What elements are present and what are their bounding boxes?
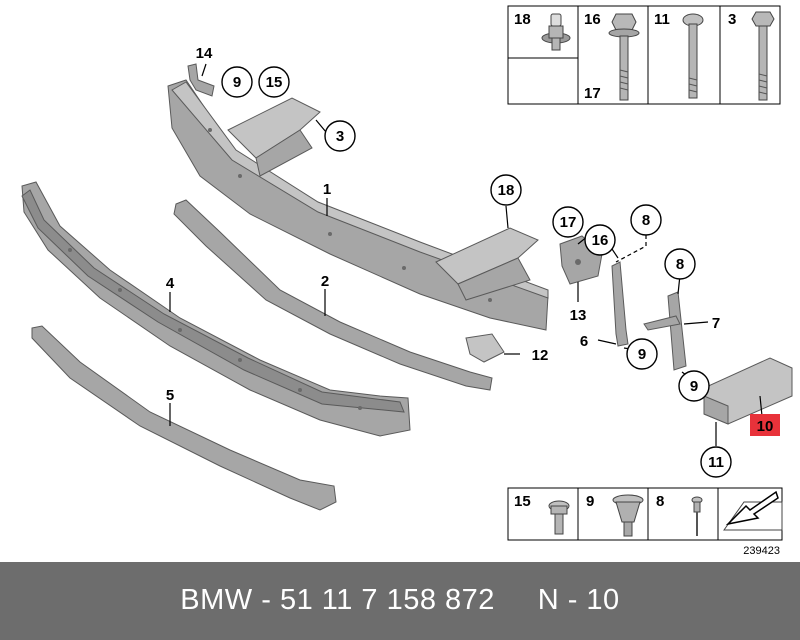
circled-callout-9-middle: 9 (626, 338, 658, 370)
fastener-label-9: 9 (586, 493, 594, 510)
hex-bolt-icon (751, 11, 775, 101)
fastener-box-top: 18 16 17 11 (507, 5, 781, 105)
callout-2: 2 (321, 273, 329, 290)
fastener-box-bottom: 15 9 8 (507, 487, 783, 541)
circled-callout-11: 11 (700, 446, 732, 478)
callout-3: 3 (336, 128, 344, 145)
callout-4: 4 (166, 275, 175, 292)
bracket-part-7 (643, 291, 687, 371)
bumper-carrier-part (167, 79, 549, 331)
fastener-label-16: 16 (584, 11, 601, 28)
sheet-metal-arrow-icon (723, 490, 783, 531)
circled-callout-3: 3 (324, 120, 356, 152)
callout-9-right: 9 (690, 378, 698, 395)
callout-1: 1 (323, 181, 331, 198)
callout-8-right: 8 (676, 256, 684, 273)
hex-flange-bolt-icon (608, 13, 640, 101)
fastener-label-3: 3 (728, 11, 736, 28)
circled-callout-8-right: 8 (664, 248, 696, 280)
circled-callout-9-right: 9 (678, 370, 710, 402)
torx-bolt-icon (682, 13, 704, 99)
callout-8-left: 8 (642, 212, 650, 229)
expanding-rivet-icon (612, 494, 644, 537)
holder-part-12 (465, 333, 505, 363)
screw-icon (548, 500, 570, 535)
callout-14: 14 (196, 45, 213, 62)
circled-callout-17: 17 (552, 206, 584, 238)
parts-diagram: 18 16 17 11 (21, 5, 793, 557)
fastener-label-15: 15 (514, 493, 531, 510)
bracket-part-14 (187, 63, 215, 97)
callout-15: 15 (266, 74, 283, 91)
circled-callout-15: 15 (258, 66, 290, 98)
bracket-part-6 (611, 261, 629, 347)
upper-strip-part (173, 199, 493, 391)
circled-callout-8-left: 8 (630, 204, 662, 236)
part-number-text: BMW - 51 11 7 158 872 N - 10 (180, 584, 620, 616)
callout-11: 11 (708, 454, 724, 471)
lower-strip-part (31, 325, 337, 511)
callout-17: 17 (560, 214, 577, 231)
reference-number: 239423 (743, 545, 780, 557)
callout-6: 6 (580, 333, 588, 350)
callout-13: 13 (570, 307, 587, 324)
circled-callout-18: 18 (490, 174, 522, 206)
callout-7: 7 (712, 315, 720, 332)
callout-12: 12 (532, 347, 549, 364)
energy-absorber-part (21, 181, 411, 437)
fastener-label-17: 17 (584, 85, 601, 102)
circled-callout-16: 16 (584, 224, 616, 256)
highlight-badge (750, 414, 780, 436)
fastener-label-8: 8 (656, 493, 664, 510)
callout-9-middle: 9 (638, 346, 646, 363)
callout-9-top: 9 (233, 74, 241, 91)
callout-5: 5 (166, 387, 174, 404)
callout-16: 16 (592, 232, 609, 249)
callout-18: 18 (498, 182, 515, 199)
fastener-label-11: 11 (654, 11, 670, 28)
callout-10: 10 (757, 418, 774, 435)
footer-bar: BMW - 51 11 7 158 872 N - 10 (0, 562, 800, 640)
push-clip-icon (541, 13, 571, 51)
circled-callout-9-top: 9 (221, 66, 253, 98)
highlighted-part-10 (703, 357, 793, 425)
fastener-label-18: 18 (514, 11, 531, 28)
blind-rivet-icon (691, 496, 703, 536)
